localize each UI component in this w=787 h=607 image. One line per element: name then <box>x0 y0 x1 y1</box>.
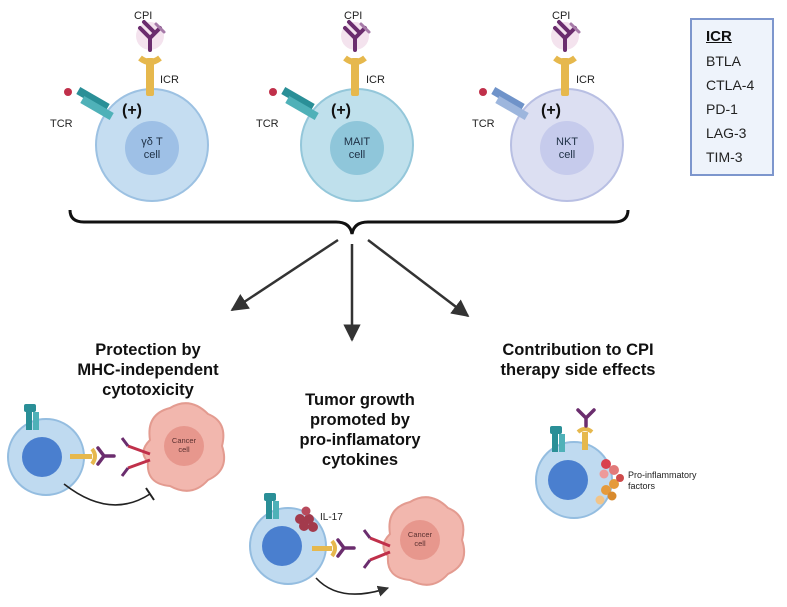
right-outcome-illustration <box>535 408 624 519</box>
cpi-label-2: CPI <box>344 10 363 22</box>
factors-line1: Pro-inflammatory <box>628 470 697 480</box>
cpi-label-3: CPI <box>552 10 571 22</box>
effector-nucleus <box>548 460 588 500</box>
cpi-antibody <box>576 408 596 428</box>
cell-gamma-delta-t <box>64 20 209 202</box>
right-heading-line2: therapy side effects <box>500 361 656 379</box>
icr-receptor <box>553 55 577 96</box>
tcr-receptor <box>24 404 39 430</box>
icr-receptor <box>138 55 162 96</box>
cell-name-3-line1: NKT <box>556 136 578 148</box>
tcr-receptor <box>264 493 279 519</box>
cpi-antibody <box>341 20 371 52</box>
tcr-receptor <box>550 426 565 452</box>
arrow-to-right-outcome <box>367 239 470 318</box>
icr-item-ctla4: CTLA-4 <box>706 77 755 93</box>
icr-label-1: ICR <box>160 74 179 86</box>
right-outcome-heading: Contribution to CPI therapy side effects <box>501 340 656 380</box>
tcr-label-2: TCR <box>256 118 279 130</box>
icr-legend-title: ICR <box>706 28 732 45</box>
icr-label-3: ICR <box>576 74 595 86</box>
middle-heading-line3: pro-inflamatory <box>299 431 421 449</box>
icr-item-pd1: PD-1 <box>706 101 738 117</box>
effector-nucleus <box>22 437 62 477</box>
left-heading-line2: MHC-independent <box>77 361 219 379</box>
icr-item-lag3: LAG-3 <box>706 125 747 141</box>
middle-cancer-cell-label: Cancer cell <box>408 530 432 548</box>
grouping-brace <box>68 209 630 235</box>
plus-sign-1: (+) <box>122 102 142 119</box>
pro-inflammatory-factors-label: Pro-inflammatory factors <box>628 470 697 492</box>
middle-heading-line4: cytokines <box>321 451 399 469</box>
cell-name-1-line2: cell <box>143 149 161 161</box>
promotion-arrow <box>315 577 390 597</box>
inhibition-arrow <box>63 483 151 506</box>
cpi-antibody <box>336 538 356 558</box>
middle-outcome-illustration <box>249 493 466 597</box>
effector-nucleus <box>262 526 302 566</box>
middle-cancer-line1: Cancer <box>407 530 433 539</box>
cell-name-2-line1: MAIT <box>343 136 371 148</box>
icr-receptor <box>576 427 594 450</box>
il17-label: IL-17 <box>320 512 343 523</box>
cell-name-3-line2: cell <box>558 149 576 161</box>
cancer-ligand <box>120 437 151 477</box>
left-heading-line3: cytotoxicity <box>102 381 194 399</box>
icr-item-btla: BTLA <box>706 53 742 69</box>
tcr-receptor <box>269 87 319 120</box>
cancer-nucleus <box>164 426 204 466</box>
cell-name-1-line1: γδ T <box>141 136 163 148</box>
tcr-label-3: TCR <box>472 118 495 130</box>
icr-item-tim3: TIM-3 <box>706 149 743 165</box>
middle-heading-line2: promoted by <box>310 411 410 429</box>
cancer-nucleus <box>400 520 440 560</box>
right-heading-line1: Contribution to CPI <box>502 341 654 359</box>
cpi-antibody <box>96 446 116 466</box>
icr-label-2: ICR <box>366 74 385 86</box>
cell-name-2-line2: cell <box>348 149 366 161</box>
icr-receptor <box>343 55 367 96</box>
il17-cytokines <box>295 506 318 532</box>
cell-name-3: NKT cell <box>556 136 578 162</box>
left-cancer-line2: cell <box>178 445 190 454</box>
tcr-receptor <box>479 87 529 120</box>
left-cancer-cell-label: Cancer cell <box>172 436 196 454</box>
cell-mait <box>269 20 414 202</box>
factors-line2: factors <box>628 481 656 491</box>
plus-sign-2: (+) <box>331 102 351 119</box>
tcr-receptor <box>64 87 114 120</box>
middle-heading-line1: Tumor growth <box>305 391 415 409</box>
middle-cancer-line2: cell <box>414 539 426 548</box>
pro-inflammatory-factors <box>595 459 624 505</box>
cpi-antibody <box>136 20 166 52</box>
left-outcome-heading: Protection by MHC-independent cytotoxici… <box>77 340 218 400</box>
cell-nucleus <box>330 121 384 175</box>
cpi-label-1: CPI <box>134 10 153 22</box>
plus-sign-3: (+) <box>541 102 561 119</box>
icr-receptor <box>70 447 97 466</box>
cancer-ligand <box>362 529 391 569</box>
cell-nucleus <box>125 121 179 175</box>
left-heading-line1: Protection by <box>95 341 201 359</box>
icr-legend-box: ICR BTLA CTLA-4 PD-1 LAG-3 TIM-3 <box>690 18 774 176</box>
cell-name-2: MAIT cell <box>344 136 370 162</box>
cpi-antibody <box>551 20 581 52</box>
left-outcome-illustration <box>7 402 226 506</box>
left-cancer-line1: Cancer <box>171 436 197 445</box>
cell-nucleus <box>540 121 594 175</box>
arrow-to-left-outcome <box>230 238 339 312</box>
cell-name-1: γδ T cell <box>141 136 162 162</box>
icr-receptor <box>312 539 337 558</box>
tcr-label-1: TCR <box>50 118 73 130</box>
middle-outcome-heading: Tumor growth promoted by pro-inflamatory… <box>299 390 420 470</box>
cell-nkt <box>479 20 624 202</box>
